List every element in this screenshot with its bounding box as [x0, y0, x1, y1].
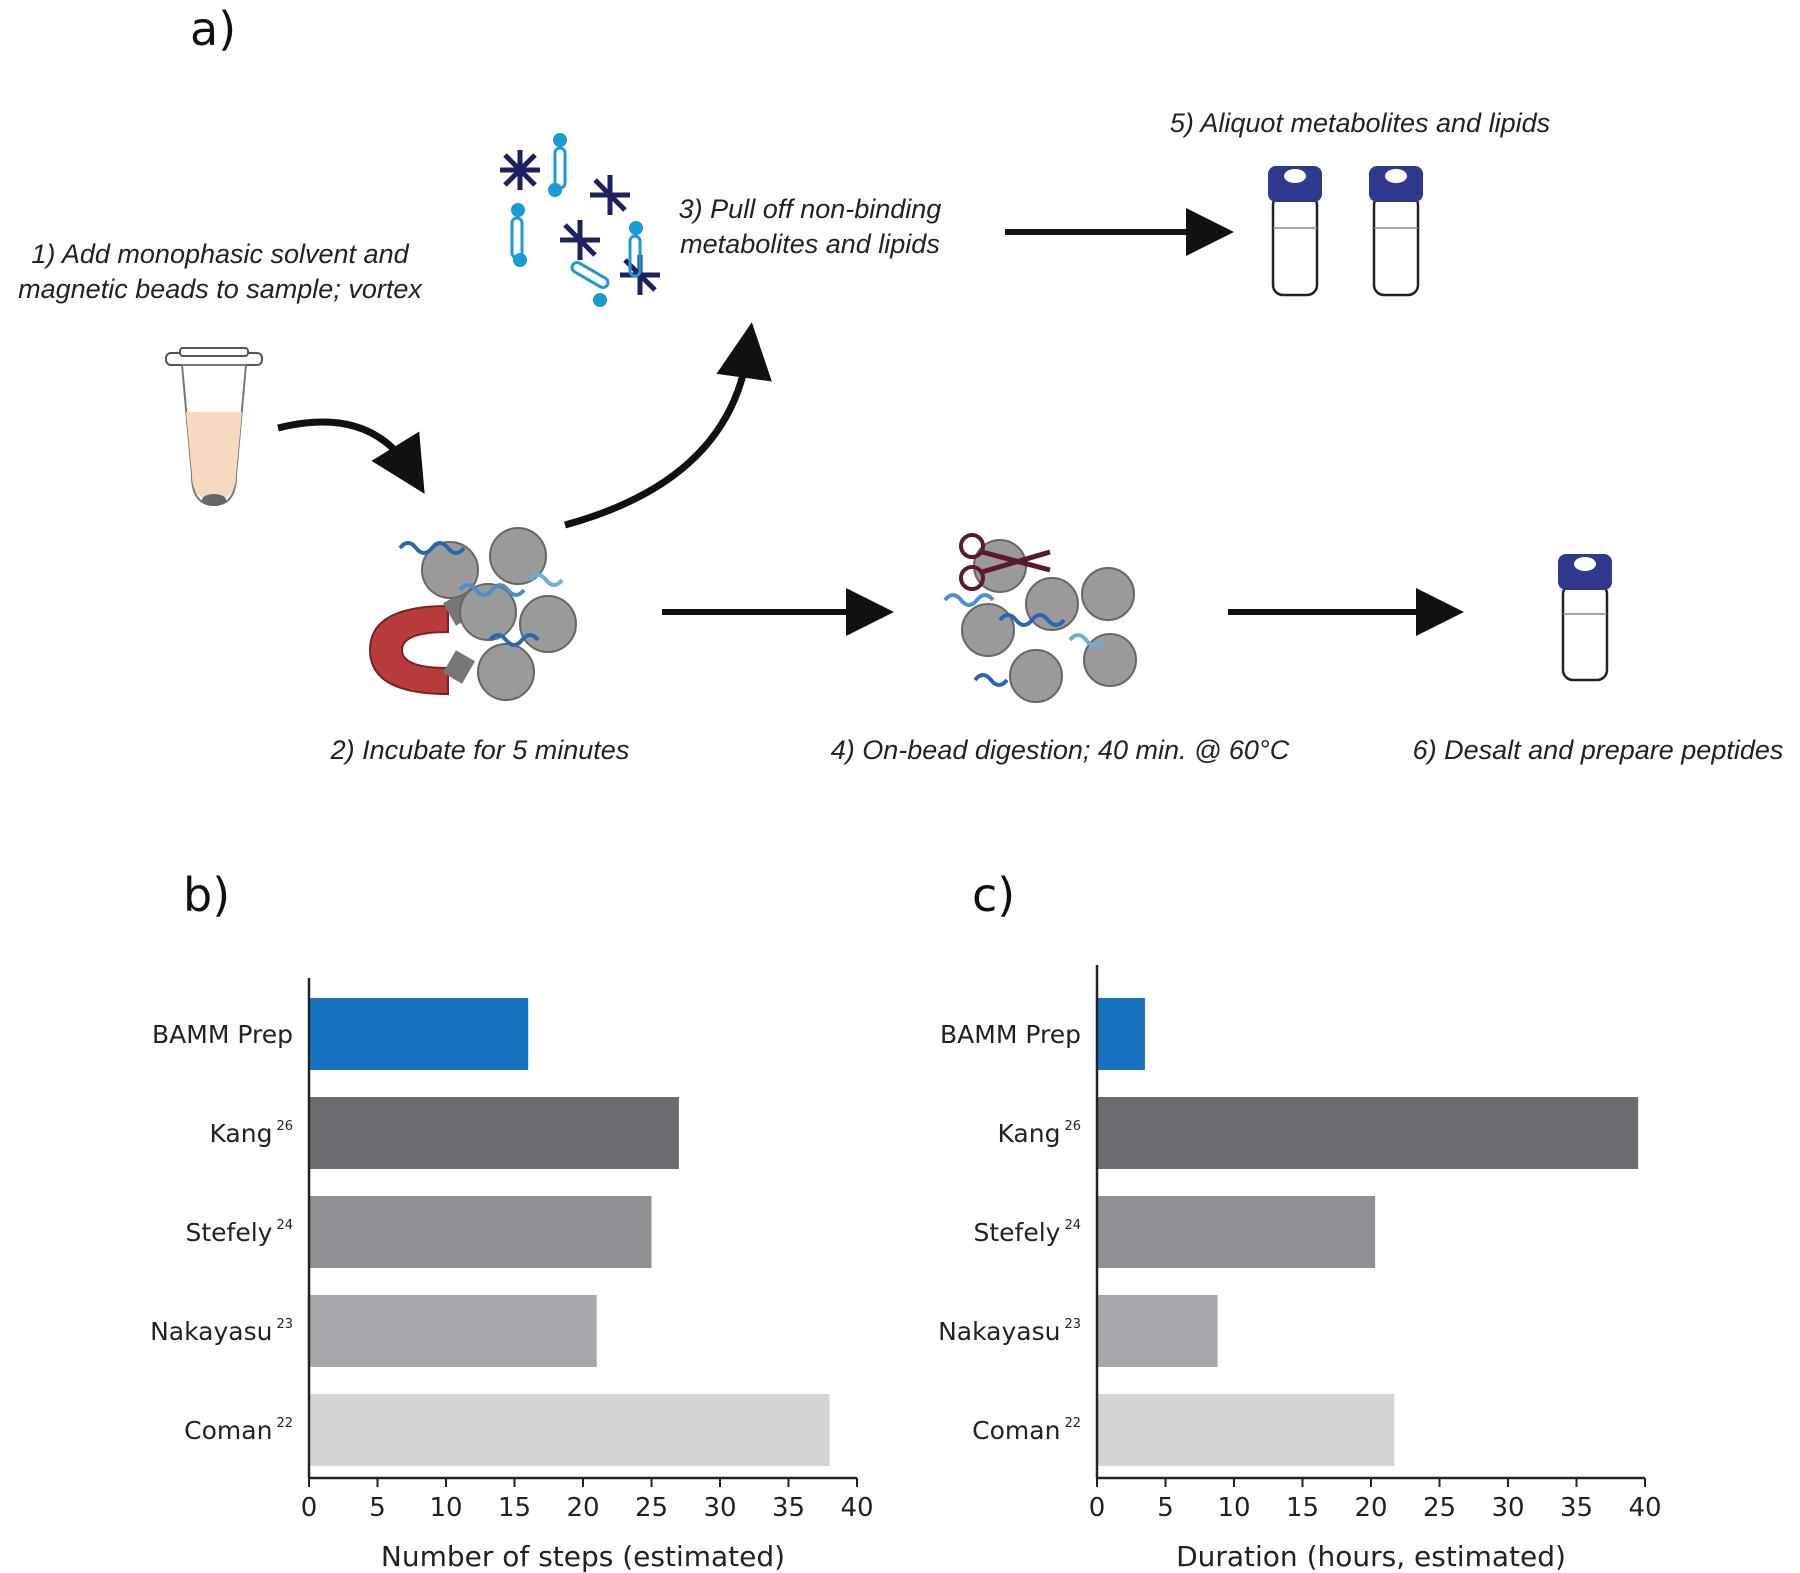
duration-tick-label: 30	[1491, 1493, 1524, 1523]
steps-x-axis-label: Number of steps (estimated)	[381, 1540, 785, 1573]
panel-label-c: c)	[972, 868, 1016, 922]
duration-bar-stefely	[1097, 1196, 1376, 1268]
duration-bar-bamm-prep	[1097, 998, 1145, 1070]
duration-bar-nakayasu	[1097, 1295, 1218, 1367]
scissors-icon	[959, 533, 1051, 591]
duration-x-axis-label: Duration (hours, estimated)	[1176, 1540, 1566, 1573]
vial-icon-lipids	[1369, 166, 1423, 297]
step2-label: 2) Incubate for 5 minutes	[330, 735, 630, 765]
step4-label: 4) On-bead digestion; 40 min. @ 60°C	[830, 735, 1290, 765]
duration-category-label: BAMM Prep	[940, 1020, 1081, 1049]
steps-tick-label: 10	[429, 1493, 462, 1523]
steps-bar-nakayasu	[309, 1295, 597, 1367]
panel-label-a: a)	[190, 2, 237, 56]
duration-bar-coman	[1097, 1394, 1395, 1466]
steps-tick-label: 0	[301, 1493, 318, 1523]
arrow-2-to-3	[564, 322, 772, 529]
step3-line2: metabolites and lipids	[680, 229, 940, 260]
steps-bar-bamm-prep	[309, 998, 529, 1070]
vial-icon-peptides	[1558, 554, 1612, 682]
steps-tick-label: 40	[840, 1493, 873, 1523]
steps-tick-label: 35	[772, 1493, 805, 1523]
duration-tick-label: 25	[1423, 1493, 1456, 1523]
bound-beads-icon	[398, 527, 577, 701]
sample-tube-icon	[165, 347, 263, 507]
steps-category-label: BAMM Prep	[152, 1020, 293, 1049]
duration-tick-label: 40	[1628, 1493, 1661, 1523]
duration-tick-label: 20	[1354, 1493, 1387, 1523]
step6-label: 6) Desalt and prepare peptides	[1412, 735, 1784, 765]
duration-tick-label: 5	[1157, 1493, 1174, 1523]
arrow-1-to-2	[277, 418, 425, 494]
duration-tick-label: 0	[1089, 1493, 1106, 1523]
duration-bar-kang	[1097, 1097, 1639, 1169]
steps-bar-kang	[309, 1097, 679, 1169]
step3-line1: 3) Pull off non-binding	[678, 194, 942, 224]
step1-label: 1) Add monophasic solvent and magnetic b…	[0, 237, 440, 307]
metabolites-lipids-icon	[500, 133, 660, 307]
steps-tick-label: 30	[703, 1493, 736, 1523]
steps-tick-label: 25	[635, 1493, 668, 1523]
steps-bar-stefely	[309, 1196, 652, 1268]
step1-line2: magnetic beads to sample; vortex	[18, 274, 422, 305]
workflow-diagram	[165, 133, 1612, 703]
duration-tick-label: 10	[1217, 1493, 1250, 1523]
panel-label-b: b)	[183, 868, 231, 922]
steps-tick-label: 20	[566, 1493, 599, 1523]
digestion-beads-icon	[943, 539, 1137, 703]
steps-tick-label: 5	[369, 1493, 386, 1523]
step5-label: 5) Aliquot metabolites and lipids	[1169, 108, 1551, 138]
steps-bar-coman	[309, 1394, 830, 1466]
steps-tick-label: 15	[498, 1493, 531, 1523]
duration-tick-label: 35	[1560, 1493, 1593, 1523]
step1-line1: 1) Add monophasic solvent and	[31, 239, 409, 269]
vial-icon-metabolites	[1268, 166, 1322, 297]
duration-tick-label: 15	[1286, 1493, 1319, 1523]
step3-label: 3) Pull off non-binding metabolites and …	[660, 192, 960, 262]
